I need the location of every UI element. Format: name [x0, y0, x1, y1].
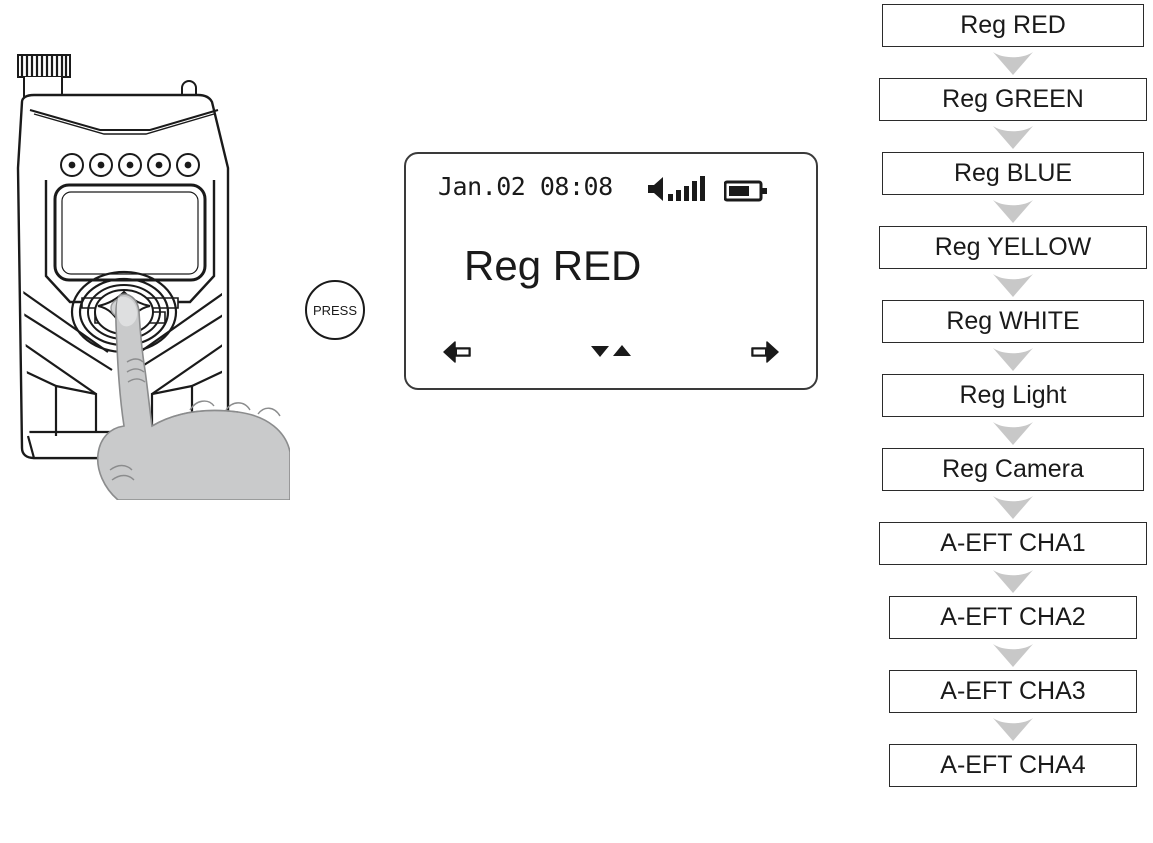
flow-box-label: Reg WHITE	[946, 307, 1080, 335]
flow-box[interactable]: Reg WHITE	[882, 300, 1144, 343]
battery-icon	[723, 179, 768, 208]
flow-box-label: Reg BLUE	[953, 159, 1073, 187]
flow-box[interactable]: Reg Light	[882, 374, 1144, 417]
device-illustration-svg	[16, 54, 291, 501]
lcd-status-icons	[646, 175, 768, 208]
flow-box[interactable]: Reg BLUE	[882, 152, 1144, 195]
flow-item: Reg Camera	[879, 448, 1147, 491]
flow-box[interactable]: A-EFT CHA3	[889, 670, 1137, 713]
press-label: PRESS	[312, 302, 358, 318]
flow-item: Reg RED	[879, 4, 1147, 47]
flow-box[interactable]: Reg YELLOW	[879, 226, 1147, 269]
lcd-nav-bar	[406, 340, 816, 366]
flow-arrow-down-icon	[879, 565, 1147, 596]
speaker-holes	[60, 153, 200, 177]
flow-item: A-EFT CHA4	[879, 744, 1147, 787]
flow-box-label: Reg RED	[960, 11, 1066, 39]
device-illustration	[0, 40, 291, 501]
flow-box[interactable]: Reg GREEN	[879, 78, 1147, 121]
flow-box-label: Reg Light	[959, 381, 1067, 409]
hand-pressing-joystick	[96, 293, 291, 501]
flow-item: A-EFT CHA3	[879, 670, 1147, 713]
menu-sequence-flowchart: Reg RED Reg GREEN Reg BLUE Reg YELLOW Reg WH…	[879, 4, 1147, 787]
flow-item: Reg YELLOW	[879, 226, 1147, 269]
lcd-main-text: Reg RED	[464, 242, 642, 289]
flow-item: Reg Light	[879, 374, 1147, 417]
triangle-down-icon	[591, 346, 609, 357]
device-body	[16, 93, 230, 460]
flow-arrow-down-icon	[879, 417, 1147, 448]
flow-box-label: A-EFT CHA3	[940, 677, 1086, 705]
flow-box-label: A-EFT CHA2	[940, 603, 1086, 631]
flow-box[interactable]: A-EFT CHA1	[879, 522, 1147, 565]
flow-item: Reg BLUE	[879, 152, 1147, 195]
speaker-volume-icon	[646, 175, 710, 208]
flow-arrow-down-icon	[879, 269, 1147, 300]
lcd-screen-panel: Jan.02 08:08 Reg RE	[404, 152, 818, 390]
flow-item: A-EFT CHA1	[879, 522, 1147, 565]
press-button-annotation: PRESS	[305, 280, 365, 340]
flow-arrow-down-icon	[879, 639, 1147, 670]
flow-box[interactable]: A-EFT CHA2	[889, 596, 1137, 639]
flow-item: Reg WHITE	[879, 300, 1147, 343]
flow-box[interactable]: Reg RED	[882, 4, 1144, 47]
flow-box[interactable]: A-EFT CHA4	[889, 744, 1137, 787]
lcd-status-bar: Jan.02 08:08	[406, 172, 816, 206]
antenna-knob-icon	[17, 54, 71, 99]
flow-item: Reg GREEN	[879, 78, 1147, 121]
flow-arrow-down-icon	[879, 121, 1147, 152]
flow-box[interactable]: Reg Camera	[882, 448, 1144, 491]
flow-box-label: Reg YELLOW	[934, 233, 1092, 261]
flow-box-label: A-EFT CHA4	[940, 751, 1086, 779]
flow-arrow-down-icon	[879, 195, 1147, 226]
flow-arrow-down-icon	[879, 713, 1147, 744]
triangle-up-icon	[613, 345, 631, 356]
arrow-left-icon[interactable]	[442, 340, 472, 369]
flow-box-label: A-EFT CHA1	[940, 529, 1086, 557]
flow-arrow-down-icon	[879, 343, 1147, 374]
flow-arrow-down-icon	[879, 491, 1147, 522]
up-down-navigation-icons[interactable]	[590, 344, 632, 358]
lcd-datetime: Jan.02 08:08	[438, 172, 613, 201]
flow-item: A-EFT CHA2	[879, 596, 1147, 639]
flow-box-label: Reg Camera	[942, 455, 1084, 483]
arrow-right-icon[interactable]	[750, 340, 780, 369]
flow-box-label: Reg GREEN	[942, 85, 1084, 113]
flow-arrow-down-icon	[879, 47, 1147, 78]
